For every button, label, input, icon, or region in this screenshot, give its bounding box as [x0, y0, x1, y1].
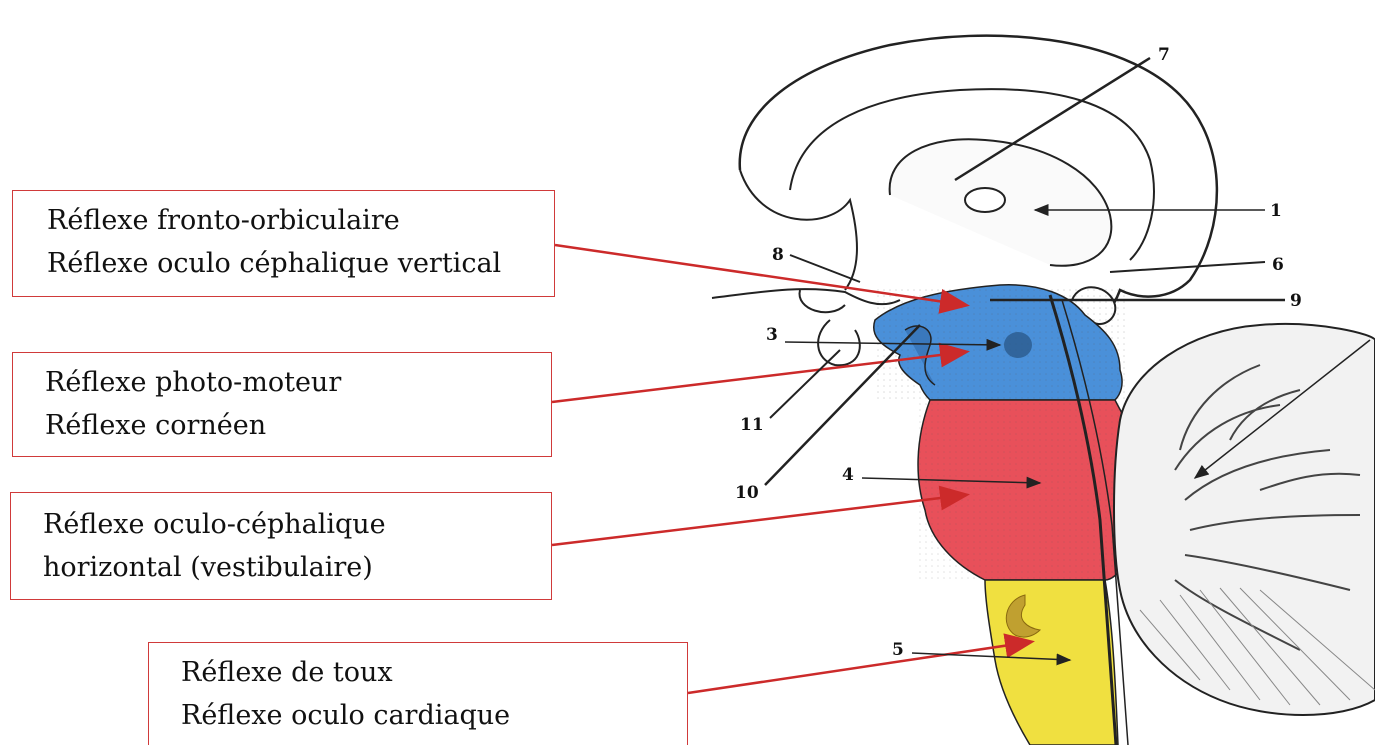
reflex-box-midbrain-lower: Réflexe photo-moteur Réflexe cornéen [12, 352, 552, 457]
reflex-oculo-cardiaque: Réflexe oculo cardiaque [181, 694, 687, 737]
label-10: 10 [735, 483, 759, 503]
oculomotor-nucleus [1004, 332, 1032, 358]
reflex-photo-moteur: Réflexe photo-moteur [45, 361, 551, 404]
pons-texture [915, 400, 1140, 580]
reflex-box-medulla: Réflexe de toux Réflexe oculo cardiaque [148, 642, 688, 745]
reflex-vestibulaire: horizontal (vestibulaire) [43, 546, 551, 589]
reflex-oculo-cephalique-vertical: Réflexe oculo céphalique vertical [47, 242, 554, 285]
reflex-box-pons: Réflexe oculo-céphalique horizontal (ves… [10, 492, 552, 600]
reflex-oculo-cephalique-horizontal: Réflexe oculo-céphalique [43, 503, 551, 546]
massa-intermedia [965, 188, 1005, 212]
label-7: 7 [1158, 45, 1170, 65]
medulla-region [985, 580, 1118, 745]
label-3: 3 [766, 325, 778, 345]
label-8: 8 [772, 245, 784, 265]
leader-8 [790, 255, 860, 282]
reflex-fronto-orbiculaire: Réflexe fronto-orbiculaire [47, 199, 554, 242]
fornix-outline [740, 170, 857, 290]
label-1: 1 [1270, 201, 1282, 221]
label-5: 5 [892, 640, 904, 660]
arrow-toux [688, 642, 1030, 693]
arrow-fronto [555, 245, 965, 305]
label-11: 11 [740, 415, 764, 435]
label-4: 4 [842, 465, 854, 485]
label-6: 6 [1272, 255, 1284, 275]
reflex-toux: Réflexe de toux [181, 651, 687, 694]
leader-6 [1110, 262, 1265, 272]
leader-11 [770, 350, 840, 418]
reflex-corneen: Réflexe cornéen [45, 404, 551, 447]
optic-chiasm [800, 290, 845, 312]
reflex-box-midbrain-upper: Réflexe fronto-orbiculaire Réflexe oculo… [12, 190, 555, 297]
label-9: 9 [1290, 291, 1302, 311]
